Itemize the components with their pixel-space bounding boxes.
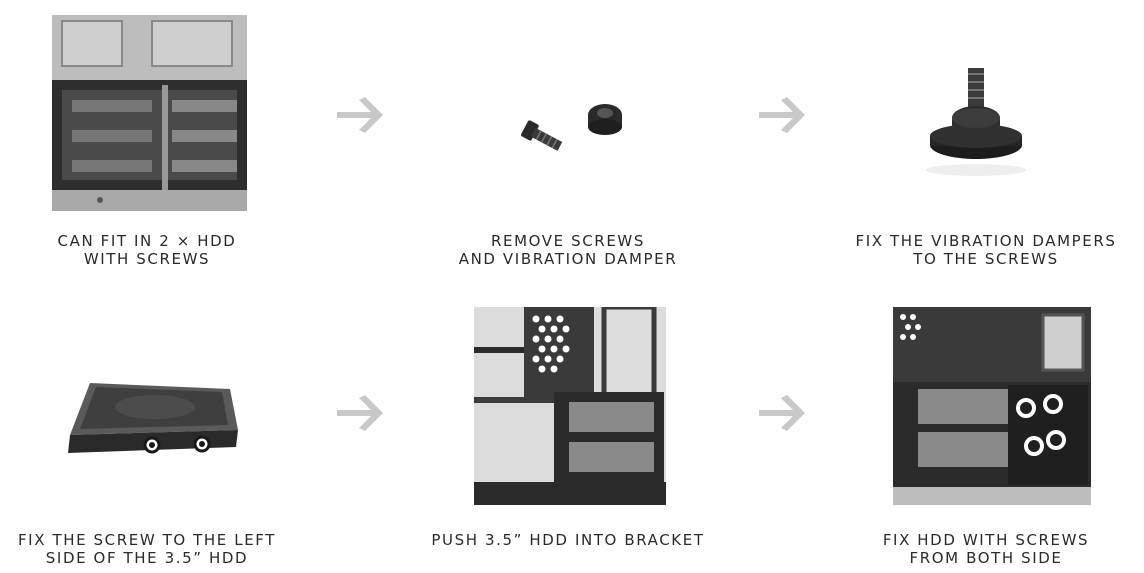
hdd-cage-photo <box>52 15 247 211</box>
step1-caption: CAN FIT IN 2 × HDD WITH SCREWS <box>0 232 294 268</box>
hdd-fixed-photo <box>893 307 1091 505</box>
step1-caption-line1: CAN FIT IN 2 × HDD <box>57 232 237 250</box>
step5-caption: PUSH 3.5” HDD INTO BRACKET <box>410 531 726 549</box>
step2-caption-line2: AND VIBRATION DAMPER <box>458 250 678 268</box>
screw-and-damper-photo <box>490 95 640 170</box>
arrow-right-icon <box>335 95 385 135</box>
step3-caption-line2: TO THE SCREWS <box>913 250 1059 268</box>
screw-marker <box>1024 436 1044 456</box>
step6-caption: FIX HDD WITH SCREWS FROM BOTH SIDE <box>828 531 1144 567</box>
step4-caption-line1: FIX THE SCREW TO THE LEFT <box>17 531 277 549</box>
screw-marker <box>1046 430 1066 450</box>
step6-caption-line1: FIX HDD WITH SCREWS <box>882 531 1090 549</box>
arrow-right-icon <box>335 393 385 433</box>
step2-caption: REMOVE SCREWS AND VIBRATION DAMPER <box>418 232 718 268</box>
step4-caption-line2: SIDE OF THE 3.5” HDD <box>45 549 249 567</box>
hdd-in-bracket-photo <box>474 307 666 505</box>
hdd-with-screws-photo <box>60 375 240 465</box>
arrow-right-icon <box>757 95 807 135</box>
screw-marker <box>1043 394 1063 414</box>
step1-caption-line2: WITH SCREWS <box>83 250 211 268</box>
step3-caption-line1: FIX THE VIBRATION DAMPERS <box>855 232 1117 250</box>
step6-caption-line2: FROM BOTH SIDE <box>909 549 1063 567</box>
step4-caption: FIX THE SCREW TO THE LEFT SIDE OF THE 3.… <box>0 531 294 567</box>
arrow-right-icon <box>757 393 807 433</box>
step2-caption-line1: REMOVE SCREWS <box>491 232 645 250</box>
step3-caption: FIX THE VIBRATION DAMPERS TO THE SCREWS <box>828 232 1144 268</box>
damper-on-screw-photo <box>915 60 1035 190</box>
screw-marker <box>1016 398 1036 418</box>
step5-caption-line1: PUSH 3.5” HDD INTO BRACKET <box>431 531 705 549</box>
